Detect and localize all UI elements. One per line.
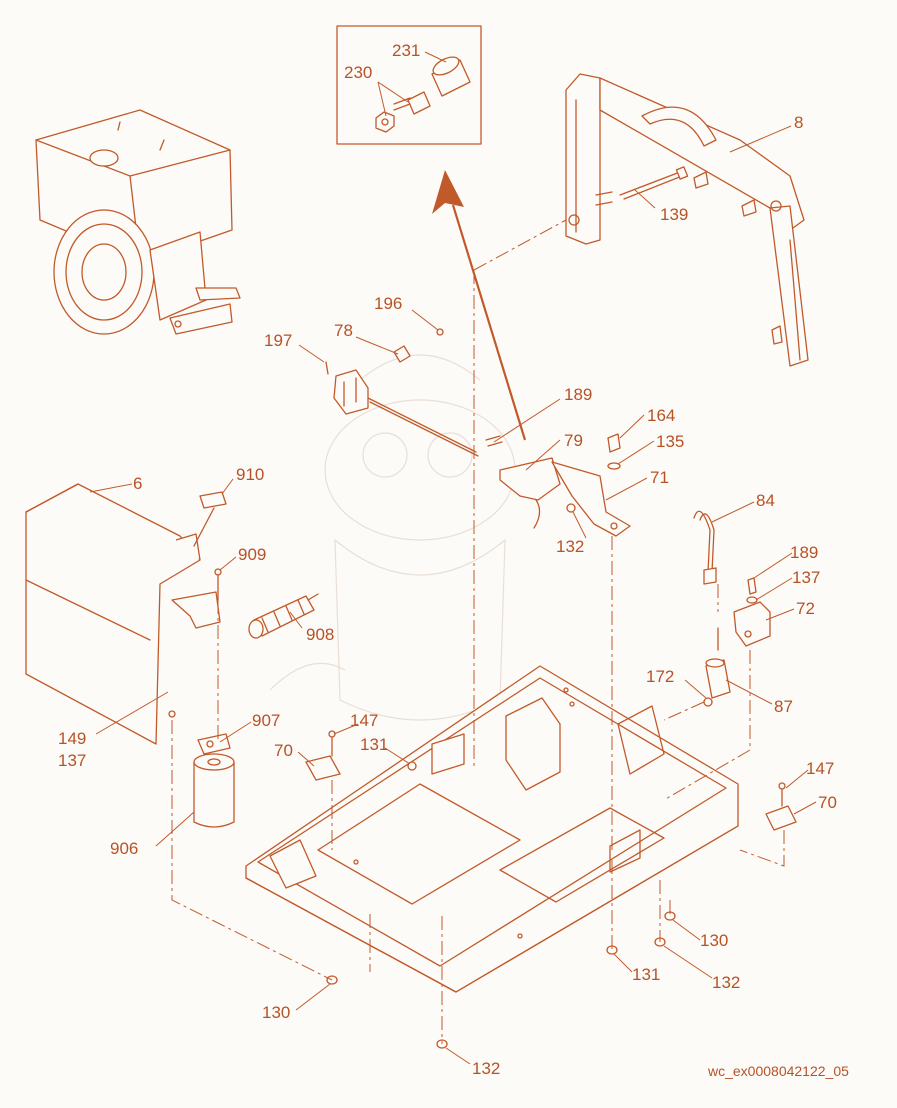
callout-135: 135 — [656, 432, 684, 451]
callout-196: 196 — [374, 294, 402, 313]
callout-84: 84 — [756, 491, 775, 510]
callout-910: 910 — [236, 465, 264, 484]
callout-70-b: 70 — [818, 793, 837, 812]
oil-filter — [193, 733, 235, 828]
callout-172: 172 — [646, 667, 674, 686]
direction-arrow — [432, 170, 527, 441]
callout-909: 909 — [238, 545, 266, 564]
callout-231: 231 — [392, 41, 420, 60]
callout-137-a: 137 — [792, 568, 820, 587]
callout-130-a: 130 — [262, 1003, 290, 1022]
callout-87: 87 — [774, 697, 793, 716]
callout-139: 139 — [660, 205, 688, 224]
callout-8: 8 — [794, 113, 803, 132]
callout-131-b: 131 — [632, 965, 660, 984]
fuel-tank — [25, 483, 221, 745]
callout-908: 908 — [306, 625, 334, 644]
callout-70-a: 70 — [274, 741, 293, 760]
callout-906: 906 — [110, 839, 138, 858]
base-frame — [245, 665, 739, 993]
base-hardware — [305, 730, 797, 1049]
callout-189-a: 189 — [564, 385, 592, 404]
callout-147-a: 147 — [350, 711, 378, 730]
callout-130-b: 130 — [700, 931, 728, 950]
callout-71: 71 — [650, 468, 669, 487]
leader-lines — [89, 51, 817, 1065]
fuel-line-908 — [248, 593, 319, 639]
callout-6: 6 — [133, 474, 142, 493]
callout-189-b: 189 — [790, 543, 818, 562]
callout-78: 78 — [334, 321, 353, 340]
linkage-parts — [325, 328, 561, 529]
callout-132-a: 132 — [556, 537, 584, 556]
engine-illustration — [35, 109, 241, 335]
callout-131-a: 131 — [360, 735, 388, 754]
callout-149: 149 — [58, 729, 86, 748]
callout-132-c: 132 — [472, 1059, 500, 1078]
bolt-139 — [619, 166, 689, 200]
callout-132-b: 132 — [712, 973, 740, 992]
detail-inset — [336, 25, 482, 145]
bracket-71 — [551, 433, 631, 537]
callout-907: 907 — [252, 711, 280, 730]
callout-137-b: 137 — [58, 751, 86, 770]
assembly-lines — [171, 219, 785, 1044]
callout-labels: 231 230 8 139 196 78 197 189 79 164 135 … — [58, 41, 837, 1078]
callout-79: 79 — [564, 431, 583, 450]
callout-147-b: 147 — [806, 759, 834, 778]
handle-frame — [565, 73, 809, 367]
callout-164: 164 — [647, 406, 675, 425]
small-fittings — [193, 491, 227, 601]
callout-72: 72 — [796, 599, 815, 618]
callout-230: 230 — [344, 63, 372, 82]
figure-reference-code: wc_ex0008042122_05 — [707, 1063, 849, 1079]
bracket-72 — [693, 510, 771, 707]
callout-197: 197 — [264, 331, 292, 350]
